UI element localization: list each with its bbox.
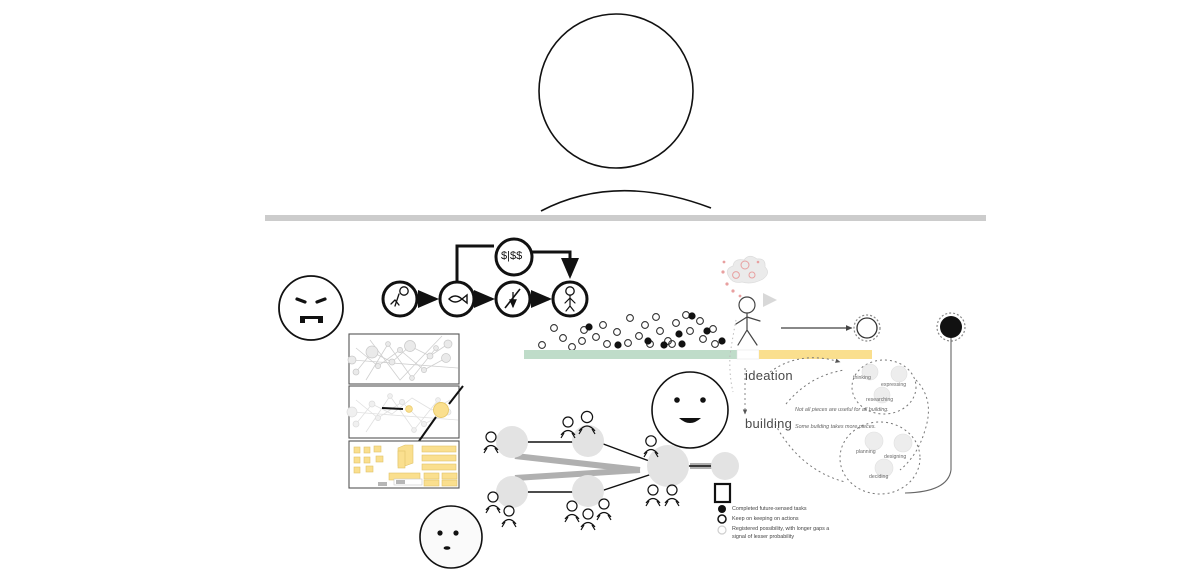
network-panel-gray (347, 333, 460, 385)
wireframe-panel (348, 440, 460, 489)
legend-hollow-dot (717, 514, 727, 524)
building-item-deciding: deciding (869, 474, 889, 480)
timeline-bars (524, 349, 872, 360)
building-item-planning: planning (856, 449, 876, 455)
ideation-item-expressing: expressing (881, 382, 907, 388)
process-flow (381, 237, 589, 318)
flow-node-person-fishing (381, 280, 419, 318)
legend-filled-dot (718, 505, 726, 513)
flow-node-person-result (551, 280, 589, 318)
legend-item-2-label: Registered possibility, with longer gaps… (732, 526, 830, 541)
person-glyph (664, 484, 680, 507)
large-head-and-shoulders (538, 13, 712, 212)
person-glyph (485, 491, 501, 514)
flow-node-fish (438, 280, 476, 318)
angry-face (278, 275, 344, 341)
legend-square-marker (713, 482, 732, 504)
person-glyph (564, 500, 580, 523)
yellow-segment (759, 350, 872, 359)
person-glyph (560, 416, 576, 439)
phase-note-1: Not all pieces are useful for all buildi… (795, 407, 889, 413)
person-glyph (578, 410, 596, 435)
network-node (496, 425, 739, 508)
network-panel-highlight (346, 385, 464, 442)
person-glyph (483, 431, 499, 454)
legend-item-0-label: Completed future-sensed tasks (732, 506, 807, 512)
ideation-cluster (861, 363, 908, 404)
walking-stick-figure (721, 255, 777, 393)
legend-item-1-label: Keep on keeping on actions (732, 516, 799, 522)
filled-target-circle (904, 312, 966, 494)
horizontal-divider (265, 215, 986, 221)
phase-loops (769, 357, 929, 495)
phase-label-building: building (745, 416, 793, 431)
neutral-face (419, 505, 483, 569)
gap-segment (736, 349, 760, 360)
person-glyph (645, 484, 661, 507)
person-glyph (643, 435, 659, 458)
possibility-dot-field (538, 311, 726, 351)
idea-cloud (721, 255, 768, 298)
building-item-designing: designing (884, 454, 907, 460)
phase-note-2: Some building takes more pieces. (795, 424, 876, 430)
person-glyph (501, 505, 517, 528)
panel-stack (346, 333, 464, 489)
mint-segment (524, 350, 737, 359)
people-network (483, 410, 739, 531)
ideation-item-thinking: thinking (853, 375, 871, 381)
building-cluster (864, 431, 913, 478)
legend-markers (713, 482, 732, 535)
open-target-circle (853, 314, 881, 342)
legend-faint-dot (717, 525, 727, 535)
smiling-face (651, 371, 729, 449)
ideation-item-researching: researching (866, 397, 894, 403)
money-node-label: $|$$ (501, 250, 523, 262)
person-glyph (580, 508, 596, 531)
flow-node-clock (494, 280, 532, 318)
flow-node-money (494, 237, 534, 277)
person-glyph (596, 498, 612, 521)
phase-label-ideation: ideation (745, 368, 793, 383)
